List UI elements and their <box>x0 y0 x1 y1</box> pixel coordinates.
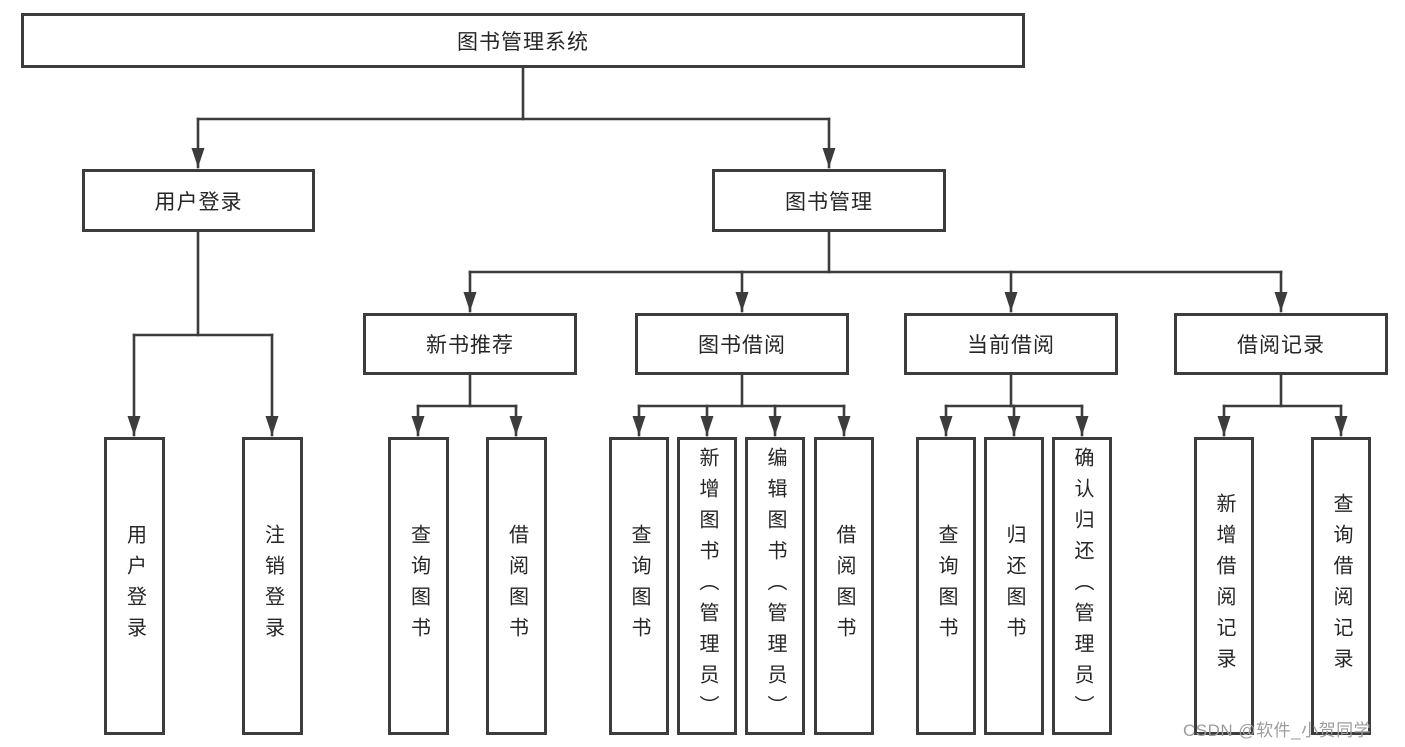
leaf-borrow-book: 借阅图书 <box>814 437 874 735</box>
node-root-library-system: 图书管理系统 <box>21 13 1025 68</box>
leaf-borrow-books-recommend: 借阅图书 <box>486 437 547 735</box>
leaf-user-login: 用户登录 <box>104 437 165 735</box>
node-new-book-recommend: 新书推荐 <box>363 313 577 375</box>
leaf-query-books-recommend: 查询图书 <box>388 437 449 735</box>
leaf-confirm-return-admin: 确认归还（管理员） <box>1052 437 1112 735</box>
leaf-query-books-borrow: 查询图书 <box>609 437 669 735</box>
leaf-add-borrow-record: 新增借阅记录 <box>1194 437 1254 735</box>
node-borrow-records: 借阅记录 <box>1174 313 1388 375</box>
csdn-watermark: CSDN @软件_小贺同学 <box>1183 721 1372 740</box>
leaf-query-books-current: 查询图书 <box>916 437 976 735</box>
node-current-borrow: 当前借阅 <box>904 313 1118 375</box>
node-user-login: 用户登录 <box>82 169 315 232</box>
leaf-add-book-admin: 新增图书（管理员） <box>677 437 737 735</box>
node-book-borrow: 图书借阅 <box>635 313 849 375</box>
node-book-management: 图书管理 <box>712 169 946 232</box>
connector-group <box>127 64 1348 437</box>
leaf-query-borrow-record: 查询借阅记录 <box>1311 437 1371 735</box>
leaf-logout: 注销登录 <box>242 437 303 735</box>
leaf-edit-book-admin: 编辑图书（管理员） <box>745 437 805 735</box>
leaf-return-book: 归还图书 <box>984 437 1044 735</box>
